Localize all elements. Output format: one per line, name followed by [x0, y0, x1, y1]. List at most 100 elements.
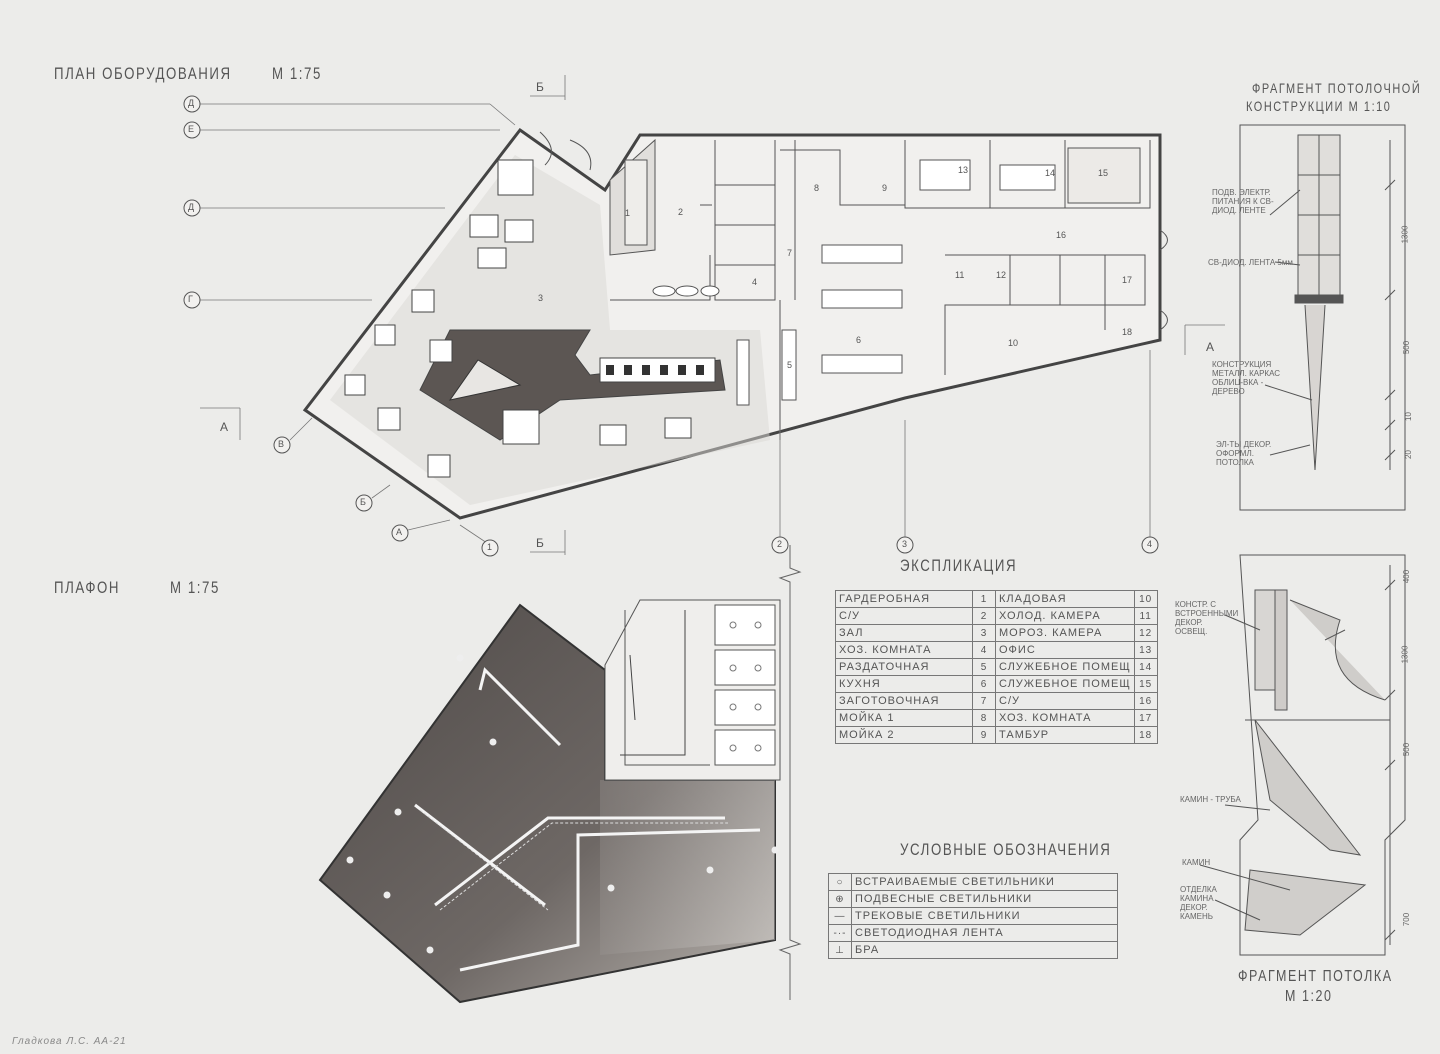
legend-label: ПОДВЕСНЫЕ СВЕТИЛЬНИКИ: [851, 890, 1118, 908]
note-built-in: КОНСТР. С ВСТРОЕННЫМИ ДЕКОР. ОСВЕЩ.: [1175, 600, 1239, 636]
explication-number: 5: [972, 658, 996, 676]
legend-label: БРА: [851, 941, 1118, 959]
room-number: 17: [1122, 275, 1133, 285]
explication-number: 8: [972, 709, 996, 727]
legend-label: ТРЕКОВЫЕ СВЕТИЛЬНИКИ: [851, 907, 1118, 925]
legend-row: ⊕ПОДВЕСНЫЕ СВЕТИЛЬНИКИ: [828, 890, 1118, 908]
room-number: 15: [1098, 168, 1109, 178]
ceiling-fragment-detail: [1199, 554, 1406, 956]
explication-room: СЛУЖЕБНОЕ ПОМЕЩ: [995, 675, 1135, 693]
room-number: 6: [856, 335, 862, 345]
explication-number: 9: [972, 726, 996, 744]
explication-number: 16: [1133, 692, 1158, 710]
explication-number: 2: [972, 607, 996, 625]
ceiling-plan: [318, 599, 781, 1004]
room-number: 10: [1008, 338, 1019, 348]
explication-room: ОФИС: [995, 641, 1135, 659]
note-fireplace: КАМИН: [1182, 858, 1211, 867]
legend-symbol: -·-: [828, 924, 852, 942]
explication-number: 7: [972, 692, 996, 710]
room-number: 7: [787, 248, 793, 258]
legend-symbol: —: [828, 907, 852, 925]
axis-label: Б: [360, 497, 366, 507]
explication-room: ЗАЛ: [835, 624, 973, 642]
explication-room: ХОЛОД. КАМЕРА: [995, 607, 1135, 625]
room-number: 16: [1056, 230, 1067, 240]
explication-number: 11: [1133, 607, 1158, 625]
explication-number: 17: [1133, 709, 1158, 727]
room-number: 3: [538, 293, 544, 303]
axis-label: В: [278, 439, 285, 449]
explication-room: КУХНЯ: [835, 675, 973, 693]
dimension: 500: [1402, 340, 1412, 355]
explication-room: ГАРДЕРОБНАЯ: [835, 590, 973, 608]
note-fireplace-pipe: КАМИН - ТРУБА: [1180, 795, 1241, 804]
axis-label: 1: [487, 542, 493, 552]
explication-room: РАЗДАТОЧНАЯ: [835, 658, 973, 676]
break-line: [778, 545, 802, 1000]
explication-number: 10: [1133, 590, 1158, 608]
explication-number: 1: [972, 590, 996, 608]
explication-title: ЭКСПЛИКАЦИЯ: [900, 556, 1018, 575]
room-number: 13: [958, 165, 969, 175]
dimension: 10: [1403, 412, 1413, 421]
room-number: 18: [1122, 327, 1133, 337]
explication-room: С/У: [835, 607, 973, 625]
legend-table: ○ВСТРАИВАЕМЫЕ СВЕТИЛЬНИКИ⊕ПОДВЕСНЫЕ СВЕТ…: [828, 873, 1118, 959]
room-number: 9: [882, 183, 888, 193]
explication-number: 3: [972, 624, 996, 642]
section-mark-a-left: А: [220, 420, 229, 434]
legend-title: УСЛОВНЫЕ ОБОЗНАЧЕНИЯ: [900, 840, 1112, 859]
axis-label: Е: [188, 124, 195, 134]
explication-number: 13: [1133, 641, 1158, 659]
axis-label: 2: [777, 539, 783, 549]
room-number: 2: [678, 207, 684, 217]
room-number: 4: [752, 277, 758, 287]
explication-room: МОЙКА 1: [835, 709, 973, 727]
room-number: 1: [625, 208, 631, 218]
ceiling-plan-scale: М 1:75: [170, 578, 220, 597]
dimension: 1300: [1400, 225, 1410, 244]
legend-symbol: ⊕: [828, 890, 852, 908]
equipment-plan-title: ПЛАН ОБОРУДОВАНИЯ: [54, 64, 232, 83]
note-fireplace-finish: ОТДЕЛКА КАМИНА ДЕКОР. КАМЕНЬ: [1180, 885, 1217, 921]
signature: Гладкова Л.С. АА-21: [12, 1036, 127, 1047]
room-number: 12: [996, 270, 1007, 280]
explication-number: 14: [1133, 658, 1158, 676]
dimension: 700: [1402, 912, 1412, 927]
explication-room: МОЙКА 2: [835, 726, 973, 744]
explication-room: КЛАДОВАЯ: [995, 590, 1135, 608]
axis-label: Д: [188, 98, 195, 108]
ceiling-fragment-title: ФРАГМЕНТ ПОТОЛКА: [1238, 968, 1393, 985]
ceiling-construction-title-2: КОНСТРУКЦИИ М 1:10: [1246, 98, 1392, 114]
explication-number: 4: [972, 641, 996, 659]
dimension: 20: [1403, 450, 1413, 459]
axis-label: 3: [902, 539, 908, 549]
explication-room: ХОЗ. КОМНАТА: [835, 641, 973, 659]
room-number: 5: [787, 360, 793, 370]
ceiling-plan-title: ПЛАФОН: [54, 578, 120, 597]
ceiling-construction-title: ФРАГМЕНТ ПОТОЛОЧНОЙ: [1252, 80, 1422, 96]
axis-label: Д: [188, 202, 195, 212]
explication-number: 15: [1133, 675, 1158, 693]
legend-symbol: ○: [828, 873, 852, 891]
ceiling-construction-detail: [1239, 124, 1406, 511]
note-structure: КОНСТРУКЦИЯ МЕТАЛЛ. КАРКАС ОБЛИЦ-ВКА - Д…: [1212, 360, 1281, 396]
dimension: 1300: [1400, 645, 1410, 664]
dimension: 400: [1402, 569, 1412, 584]
legend-row: -·-СВЕТОДИОДНАЯ ЛЕНТА: [828, 924, 1118, 942]
axis-label: Г: [188, 294, 193, 304]
equipment-plan: [183, 75, 1225, 557]
section-mark-a-right: А: [1206, 340, 1215, 354]
legend-symbol: ⊥: [828, 941, 852, 959]
section-mark-b-top: Б: [536, 80, 544, 94]
